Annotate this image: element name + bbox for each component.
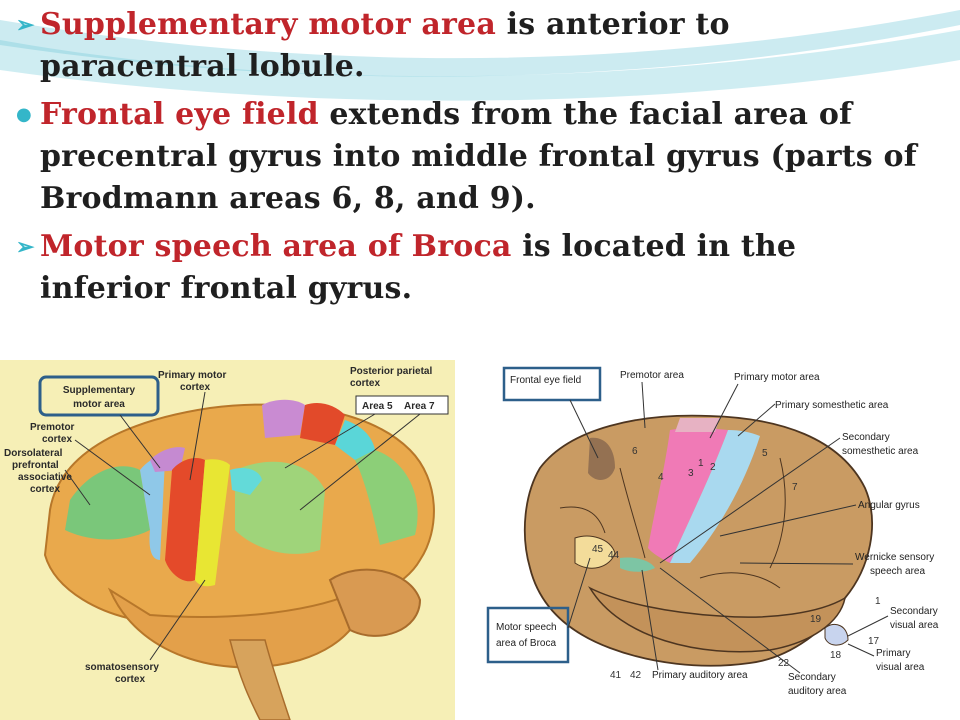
bullet-list: ➢ Supplementary motor area is anterior t… (14, 4, 934, 316)
label-area-5: Area 5 (362, 401, 393, 412)
num-3: 3 (688, 468, 694, 479)
boxed-label-frontal-eye-field: Frontal eye field (510, 375, 581, 386)
num-18: 18 (830, 650, 842, 661)
num-44: 44 (608, 550, 620, 561)
labeled-brain-figure: 6 4 3 1 2 5 7 45 44 41 42 22 19 17 18 1 … (470, 358, 960, 720)
arrow-bullet-icon: ➢ (16, 234, 35, 260)
num-4: 4 (658, 472, 664, 483)
bullet-text: extends from the facial area of precentr… (40, 97, 917, 216)
bullet-frontal-eye-field: ● Frontal eye field extends from the fac… (14, 94, 934, 220)
num-1: 1 (698, 458, 704, 469)
bullet-text: is anterior to paracentral lobule. (40, 7, 730, 84)
num-42: 42 (630, 670, 642, 681)
highlight-term: Motor speech area of Broca (40, 229, 512, 264)
highlight-term: Frontal eye field (40, 97, 319, 132)
num-6: 6 (632, 446, 638, 457)
label-premotor-area: Premotor area (620, 370, 684, 381)
num-41: 41 (610, 670, 622, 681)
num-7: 7 (792, 482, 798, 493)
label-area-7: Area 7 (404, 401, 435, 412)
label-angular-gyrus: Angular gyrus (858, 500, 920, 511)
num-17: 17 (868, 636, 880, 647)
arrow-bullet-icon: ➢ (16, 12, 35, 38)
label-primary-somesthetic: Primary somesthetic area (775, 400, 889, 411)
bullet-broca: ➢ Motor speech area of Broca is located … (14, 226, 934, 310)
num-5: 5 (762, 448, 768, 459)
highlight-term: Supplementary motor area (40, 7, 496, 42)
num-19: 19 (810, 614, 822, 625)
num-45: 45 (592, 544, 604, 555)
header-swoosh (0, 10, 960, 101)
num-1b: 1 (875, 596, 881, 607)
label-primary-motor-area: Primary motor area (734, 372, 820, 383)
dot-bullet-icon: ● (16, 104, 32, 125)
num-2: 2 (710, 462, 716, 473)
num-22: 22 (778, 658, 790, 669)
bullet-text: is located in the inferior frontal gyrus… (40, 229, 797, 306)
bullet-supplementary: ➢ Supplementary motor area is anterior t… (14, 4, 934, 88)
label-primary-auditory: Primary auditory area (652, 670, 748, 681)
